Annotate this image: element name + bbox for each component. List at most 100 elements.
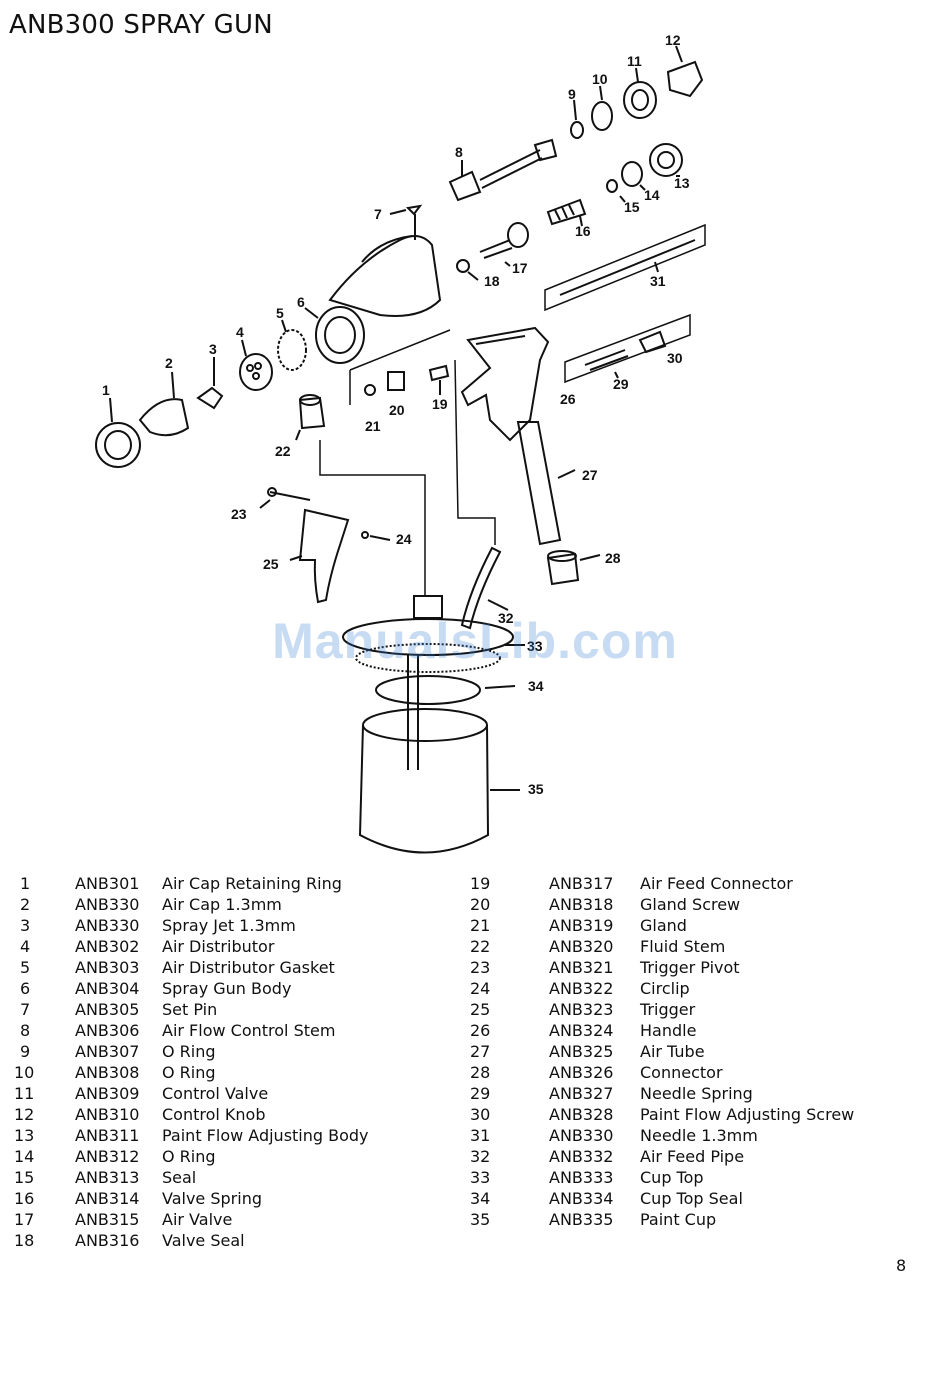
callout-32: 32 <box>498 610 514 626</box>
part-number: 14 <box>14 1147 35 1166</box>
callout-31: 31 <box>650 273 666 289</box>
callout-27: 27 <box>582 467 598 483</box>
callout-13: 13 <box>674 175 690 191</box>
part-number: 10 <box>14 1063 35 1082</box>
part-number: 15 <box>14 1168 35 1187</box>
part-name: Cup Top Seal <box>640 1189 743 1208</box>
part-name: Needle 1.3mm <box>640 1126 758 1145</box>
part-name: Air Cap Retaining Ring <box>162 874 342 893</box>
part-number: 35 <box>470 1210 491 1229</box>
part-number: 34 <box>470 1189 491 1208</box>
part-code: ANB325 <box>549 1042 614 1061</box>
callout-1: 1 <box>102 382 110 398</box>
part-code: ANB333 <box>549 1168 614 1187</box>
callout-22: 22 <box>275 443 291 459</box>
part-paint-flow-adjusting-body <box>649 143 683 177</box>
part-name: O Ring <box>162 1063 216 1082</box>
part-number: 31 <box>470 1126 491 1145</box>
part-code: ANB334 <box>549 1189 614 1208</box>
part-trigger <box>289 508 350 604</box>
part-code: ANB323 <box>549 1000 614 1019</box>
part-air-distributor-gasket <box>277 319 307 371</box>
part-number: 33 <box>470 1168 491 1187</box>
part-name: Spray Jet 1.3mm <box>162 916 296 935</box>
part-name: Trigger Pivot <box>640 958 740 977</box>
part-name: Paint Cup <box>640 1210 717 1229</box>
part-name: Air Distributor Gasket <box>162 958 335 977</box>
callout-33: 33 <box>527 638 543 654</box>
part-number: 17 <box>14 1210 35 1229</box>
callout-15: 15 <box>624 199 640 215</box>
part-code: ANB303 <box>75 958 140 977</box>
callout-16: 16 <box>575 223 591 239</box>
part-needle <box>544 223 706 312</box>
part-spray-gun-body <box>304 235 442 364</box>
part-valve-seal <box>456 259 479 281</box>
part-number: 12 <box>14 1105 35 1124</box>
callout-17: 17 <box>512 260 528 276</box>
part-number: 1 <box>20 874 31 893</box>
part-number: 27 <box>470 1042 491 1061</box>
part-code: ANB330 <box>75 895 140 914</box>
callout-26: 26 <box>560 391 576 407</box>
part-name: Control Knob <box>162 1105 266 1124</box>
part-needle-spring-adjusting-screw <box>564 313 691 384</box>
part-number: 23 <box>470 958 491 977</box>
part-name: Cup Top <box>640 1168 704 1187</box>
part-name: Air Distributor <box>162 937 275 956</box>
part-seal <box>606 179 626 203</box>
callout-25: 25 <box>263 556 279 572</box>
part-cup-top-seal <box>375 675 516 705</box>
part-code: ANB330 <box>75 916 140 935</box>
part-code: ANB321 <box>549 958 614 977</box>
part-name: Trigger <box>640 1000 696 1019</box>
part-handle <box>460 326 550 442</box>
part-name: Valve Spring <box>162 1189 262 1208</box>
part-number: 25 <box>470 1000 491 1019</box>
callout-19: 19 <box>432 396 448 412</box>
part-name: Air Cap 1.3mm <box>162 895 282 914</box>
part-number: 9 <box>20 1042 31 1061</box>
part-air-cap-retaining-ring <box>95 397 141 468</box>
part-name: Valve Seal <box>162 1231 245 1250</box>
part-name: O Ring <box>162 1042 216 1061</box>
callout-11: 11 <box>627 53 642 69</box>
part-paint-cup <box>358 655 520 854</box>
callout-4: 4 <box>236 324 244 340</box>
part-name: Fluid Stem <box>640 937 726 956</box>
part-name: Control Valve <box>162 1084 269 1103</box>
page-title: ANB300 SPRAY GUN <box>9 10 273 40</box>
part-set-pin <box>389 204 423 240</box>
part-number: 8 <box>20 1021 31 1040</box>
callout-6: 6 <box>297 294 305 310</box>
part-code: ANB301 <box>75 874 140 893</box>
part-cup-top <box>342 595 525 673</box>
part-code: ANB302 <box>75 937 140 956</box>
part-code: ANB319 <box>549 916 614 935</box>
part-code: ANB324 <box>549 1021 614 1040</box>
part-number: 28 <box>470 1063 491 1082</box>
part-number: 20 <box>470 895 491 914</box>
part-code: ANB330 <box>549 1126 614 1145</box>
part-code: ANB326 <box>549 1063 614 1082</box>
callout-14: 14 <box>644 187 660 203</box>
part-air-flow-control-stem <box>448 138 558 202</box>
part-code: ANB305 <box>75 1000 140 1019</box>
callout-20: 20 <box>389 402 405 418</box>
part-air-tube <box>516 421 576 546</box>
part-connector <box>546 550 601 586</box>
part-valve-spring <box>546 198 587 227</box>
part-code: ANB307 <box>75 1042 140 1061</box>
part-name: Spray Gun Body <box>162 979 292 998</box>
part-code: ANB335 <box>549 1210 614 1229</box>
part-name: Needle Spring <box>640 1084 753 1103</box>
callout-10: 10 <box>592 71 608 87</box>
part-number: 21 <box>470 916 491 935</box>
part-trigger-pivot <box>259 487 311 509</box>
callout-21: 21 <box>365 418 381 434</box>
page-number: 8 <box>896 1256 907 1275</box>
part-code: ANB306 <box>75 1021 140 1040</box>
part-number: 29 <box>470 1084 491 1103</box>
part-code: ANB311 <box>75 1126 140 1145</box>
part-o-ring-10 <box>591 85 613 131</box>
